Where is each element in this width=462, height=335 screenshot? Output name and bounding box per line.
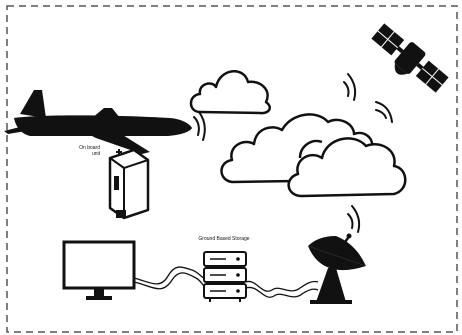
signal-waves-icon — [194, 112, 205, 140]
server-unit-icon — [110, 149, 148, 218]
signal-waves-icon — [344, 74, 392, 122]
cloud-icon — [191, 71, 270, 113]
satellite-dish-icon — [308, 234, 366, 305]
monitor-icon — [64, 242, 134, 300]
satellite-icon — [365, 20, 451, 100]
storage-server-icon — [204, 252, 246, 302]
signal-waves-icon — [348, 206, 359, 232]
onboard-unit-label: On board unit — [74, 145, 100, 157]
ground-storage-label: Ground Based Storage — [184, 236, 264, 242]
